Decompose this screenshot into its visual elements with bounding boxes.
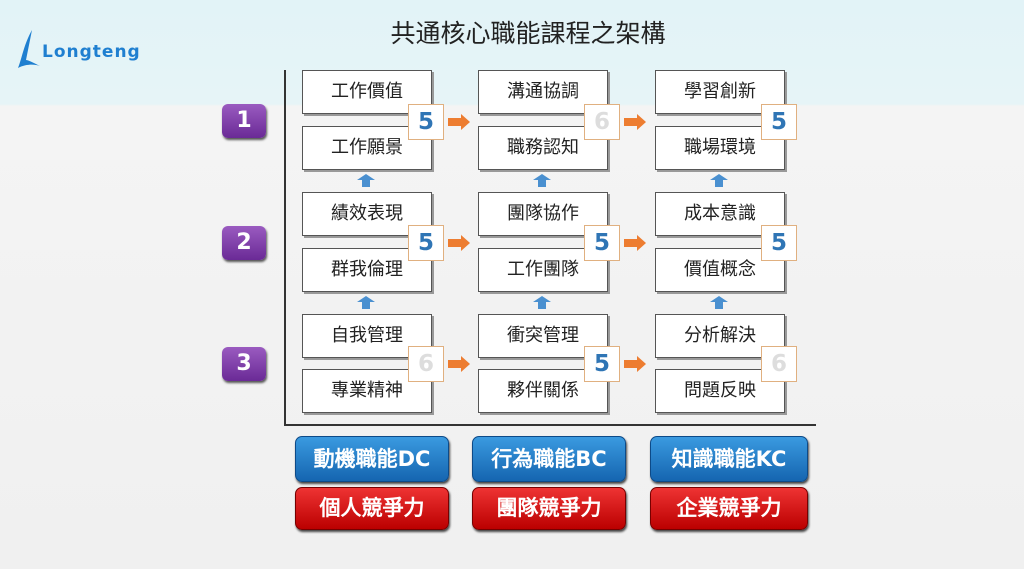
arrow-right-icon	[448, 356, 470, 372]
arrow-right-icon	[624, 235, 646, 251]
arrow-up-icon	[710, 174, 728, 187]
level-2-badge: 2	[222, 226, 266, 260]
competency-bc: 行為職能BC	[472, 436, 626, 482]
arrow-up-icon	[710, 296, 728, 309]
arrow-right-icon	[624, 114, 646, 130]
slide-title: 共通核心職能課程之架構	[390, 19, 666, 48]
arrow-right-icon	[448, 114, 470, 130]
course-box: 職場環境	[655, 126, 785, 170]
course-count-badge: 5	[408, 104, 444, 140]
arrow-right-icon	[624, 356, 646, 372]
arrow-right-icon	[448, 235, 470, 251]
level-1-badge: 1	[222, 104, 266, 138]
course-box: 工作願景	[302, 126, 432, 170]
level-3-badge: 3	[222, 347, 266, 381]
arrow-up-icon	[357, 174, 375, 187]
y-axis-line	[284, 70, 286, 426]
competitiveness-team: 團隊競爭力	[472, 487, 626, 530]
course-count-badge: 5	[584, 225, 620, 261]
competency-dc: 動機職能DC	[295, 436, 449, 482]
sail-logo-icon	[18, 30, 40, 68]
course-box: 團隊協作	[478, 192, 608, 236]
course-count-badge: 5	[584, 346, 620, 382]
course-count-badge: 5	[408, 225, 444, 261]
course-count-badge: 6	[408, 346, 444, 382]
course-count-badge: 5	[761, 225, 797, 261]
course-count-badge: 6	[761, 346, 797, 382]
competitiveness-enterprise: 企業競爭力	[650, 487, 808, 530]
arrow-up-icon	[533, 296, 551, 309]
competitiveness-personal: 個人競爭力	[295, 487, 449, 530]
course-box: 衝突管理	[478, 314, 608, 358]
logo-text: Longteng	[42, 42, 141, 62]
arrow-up-icon	[533, 174, 551, 187]
course-count-badge: 5	[761, 104, 797, 140]
competency-kc: 知識職能KC	[650, 436, 808, 482]
x-axis-line	[284, 424, 816, 426]
course-count-badge: 6	[584, 104, 620, 140]
arrow-up-icon	[357, 296, 375, 309]
logo: Longteng	[18, 30, 141, 70]
course-box: 工作價值	[302, 70, 432, 114]
